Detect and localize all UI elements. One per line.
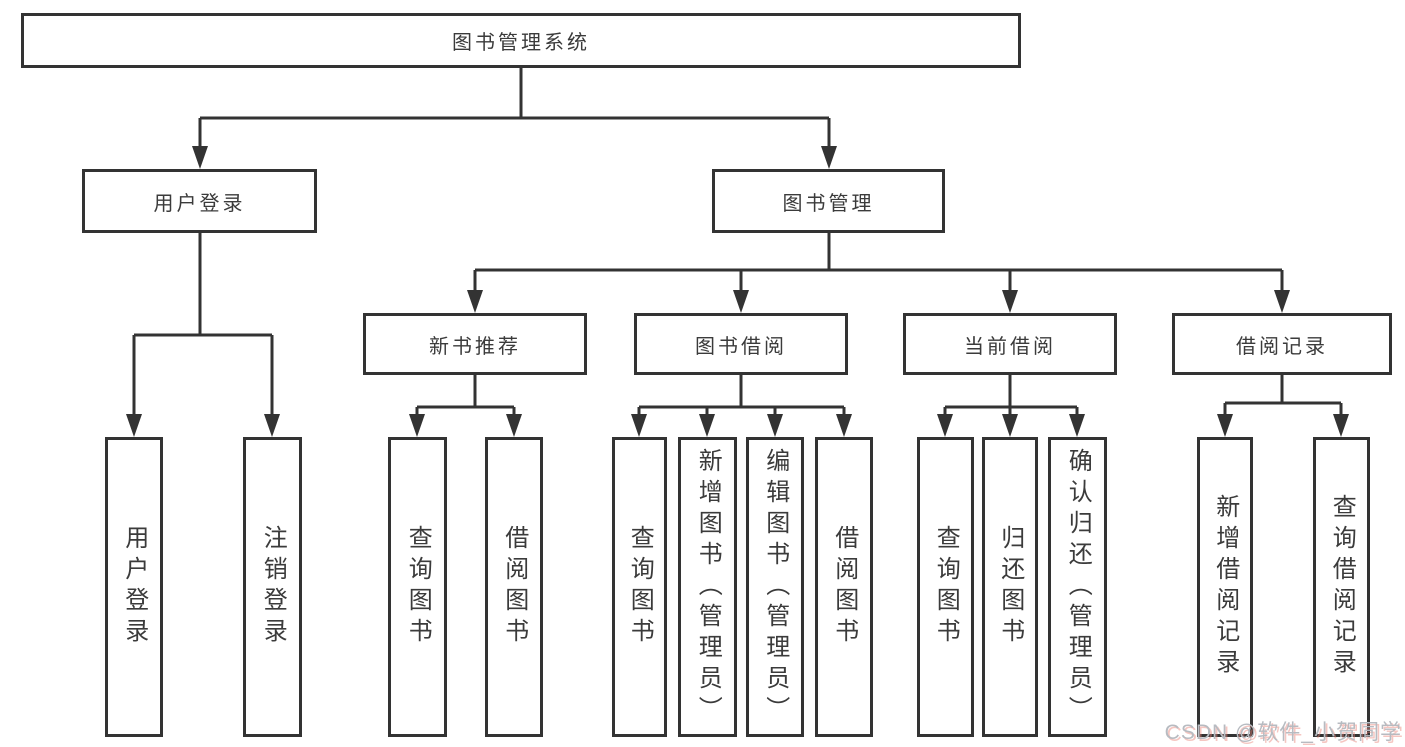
- connector-book-borrowing-split: [631, 375, 852, 437]
- leaf-add-books-admin: 新增图书（管理员）: [678, 437, 737, 737]
- connector-user-login-split: [126, 233, 280, 437]
- node-borrow-records: 借阅记录: [1172, 313, 1392, 375]
- connector-current-borrowing-split: [937, 375, 1085, 437]
- leaf-user-login: 用户登录: [105, 437, 163, 737]
- leaf-borrow-books-1-label: 借阅图书: [500, 525, 528, 649]
- leaf-return-books-label: 归还图书: [996, 525, 1024, 649]
- leaf-borrow-books-2-label: 借阅图书: [830, 525, 858, 649]
- leaf-user-login-label: 用户登录: [120, 525, 148, 649]
- leaf-add-borrow-record: 新增借阅记录: [1197, 437, 1253, 737]
- leaf-query-borrow-record-label: 查询借阅记录: [1328, 494, 1356, 680]
- csdn-watermark: CSDN @软件_小贺同学: [1164, 721, 1402, 744]
- connector-book-management-split: [467, 233, 1290, 313]
- leaf-query-books-1: 查询图书: [388, 437, 447, 737]
- connector-borrow-records-split: [1217, 375, 1349, 437]
- leaf-borrow-books-1: 借阅图书: [485, 437, 543, 737]
- node-book-borrowing: 图书借阅: [634, 313, 848, 375]
- connector-root-split: [192, 68, 837, 169]
- leaf-query-books-2-label: 查询图书: [626, 525, 654, 649]
- leaf-logout-login: 注销登录: [243, 437, 302, 737]
- leaf-edit-books-admin-label: 编辑图书（管理员）: [761, 447, 789, 727]
- leaf-logout-login-label: 注销登录: [259, 525, 287, 649]
- leaf-confirm-return-admin: 确认归还（管理员）: [1048, 437, 1107, 737]
- leaf-add-books-admin-label: 新增图书（管理员）: [694, 447, 722, 727]
- leaf-query-books-1-label: 查询图书: [404, 525, 432, 649]
- connector-new-book-split: [409, 375, 522, 437]
- leaf-confirm-return-admin-label: 确认归还（管理员）: [1064, 447, 1092, 727]
- leaf-add-borrow-record-label: 新增借阅记录: [1211, 494, 1239, 680]
- node-book-management: 图书管理: [712, 169, 945, 233]
- node-book-management-system: 图书管理系统: [21, 13, 1021, 68]
- leaf-edit-books-admin: 编辑图书（管理员）: [746, 437, 804, 737]
- leaf-borrow-books-2: 借阅图书: [815, 437, 873, 737]
- leaf-query-books-3: 查询图书: [917, 437, 974, 737]
- leaf-query-borrow-record: 查询借阅记录: [1313, 437, 1370, 737]
- node-new-book-recommend: 新书推荐: [363, 313, 587, 375]
- node-user-login: 用户登录: [82, 169, 317, 233]
- leaf-query-books-3-label: 查询图书: [932, 525, 960, 649]
- node-current-borrowing: 当前借阅: [903, 313, 1117, 375]
- leaf-return-books: 归还图书: [982, 437, 1038, 737]
- leaf-query-books-2: 查询图书: [612, 437, 667, 737]
